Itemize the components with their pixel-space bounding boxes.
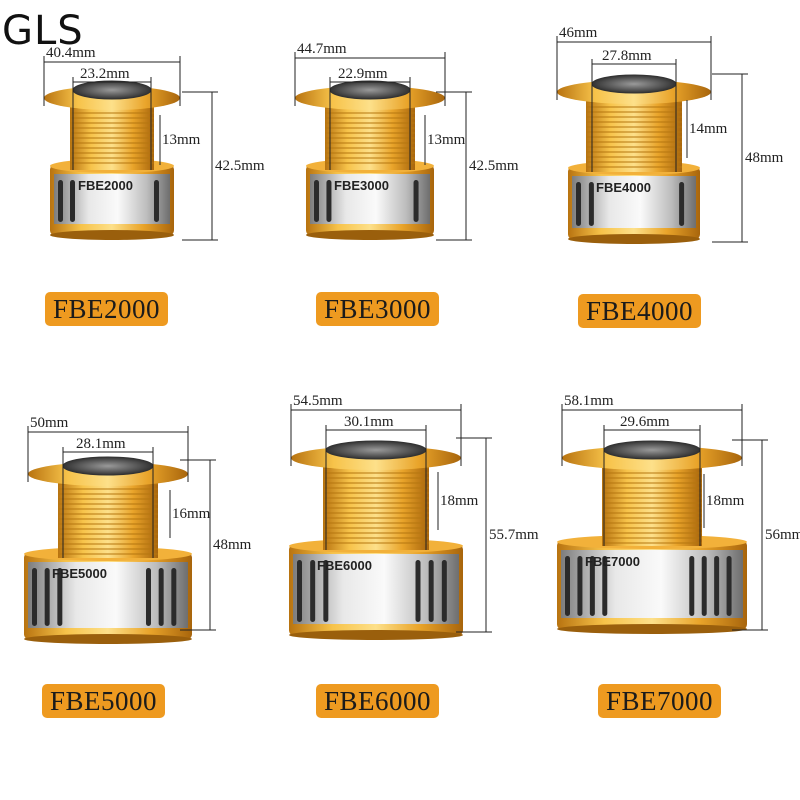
- skirt-slot: [58, 180, 63, 222]
- skirt-slot: [577, 556, 583, 616]
- spool-model-engraving: FBE2000: [78, 178, 133, 193]
- model-badge: FBE5000: [42, 684, 166, 718]
- model-badge: FBE2000: [45, 292, 169, 326]
- skirt-slot: [297, 560, 302, 622]
- line-depth-label: 18mm: [440, 493, 479, 509]
- height-label: 56mm: [765, 527, 800, 543]
- skirt-slot: [146, 568, 151, 626]
- spool-arbor: [325, 104, 415, 170]
- skirt-slot: [154, 180, 159, 222]
- skirt-slot: [428, 560, 434, 622]
- skirt-bottom: [557, 624, 747, 634]
- spool-arbor: [602, 464, 702, 546]
- skirt-slot: [589, 556, 595, 616]
- inner-diameter-label: 28.1mm: [76, 436, 126, 452]
- spool-arbor: [586, 98, 682, 172]
- height-label: 42.5mm: [215, 158, 265, 174]
- spool-illustration: [24, 426, 216, 644]
- inner-diameter-label: 23.2mm: [80, 66, 130, 82]
- skirt-slot: [726, 556, 732, 616]
- outer-diameter-label: 50mm: [30, 415, 69, 431]
- spool-cap: [325, 440, 427, 460]
- model-badge: FBE6000: [316, 684, 440, 718]
- model-badge: FBE4000: [578, 294, 702, 328]
- skirt-bottom: [50, 230, 174, 240]
- spool-illustration: [294, 52, 472, 241]
- skirt-bottom: [24, 634, 192, 644]
- spool-cap: [603, 440, 701, 460]
- inner-diameter-label: 29.6mm: [620, 414, 670, 430]
- spool-cap: [591, 74, 677, 94]
- spool-cap: [62, 456, 154, 476]
- skirt-bottom: [306, 230, 434, 240]
- skirt-slot: [44, 568, 50, 626]
- skirt-slot: [158, 568, 164, 626]
- skirt-slot: [689, 556, 695, 616]
- skirt-slot: [602, 556, 608, 616]
- skirt-slot: [701, 556, 707, 616]
- inner-diameter-label: 22.9mm: [338, 66, 388, 82]
- skirt-slot: [565, 556, 570, 616]
- spool-illustration: [43, 56, 218, 241]
- spool-arbor: [70, 104, 154, 170]
- outer-diameter-label: 44.7mm: [297, 41, 347, 57]
- skirt-bottom: [568, 234, 700, 244]
- spool-illustration: [289, 404, 492, 640]
- line-depth-label: 16mm: [172, 506, 211, 522]
- line-depth-label: 13mm: [162, 132, 201, 148]
- spool-model-engraving: FBE6000: [317, 558, 372, 573]
- line-depth-label: 18mm: [706, 493, 745, 509]
- spool-cap: [329, 80, 411, 100]
- skirt-slot: [323, 560, 329, 622]
- skirt-slot: [70, 180, 75, 222]
- skirt-slot: [57, 568, 63, 626]
- inner-diameter-label: 30.1mm: [344, 414, 394, 430]
- skirt-bottom: [289, 630, 463, 640]
- skirt-slot: [679, 182, 685, 226]
- height-label: 48mm: [745, 150, 784, 166]
- skirt-slot: [171, 568, 177, 626]
- skirt-slot: [576, 182, 581, 226]
- skirt-slot: [415, 560, 421, 622]
- skirt-slot: [314, 180, 319, 222]
- outer-diameter-label: 58.1mm: [564, 393, 614, 409]
- inner-diameter-label: 27.8mm: [602, 48, 652, 64]
- skirt-slot: [326, 180, 332, 222]
- outer-diameter-label: 54.5mm: [293, 393, 343, 409]
- model-badge: FBE7000: [598, 684, 722, 718]
- spool-illustration: [557, 404, 768, 634]
- skirt-slot: [441, 560, 447, 622]
- spool-model-engraving: FBE7000: [585, 554, 640, 569]
- outer-diameter-label: 46mm: [559, 25, 598, 41]
- spool-cap: [72, 80, 152, 100]
- skirt-slot: [32, 568, 37, 626]
- skirt-slot: [310, 560, 316, 622]
- skirt-slot: [588, 182, 594, 226]
- spool-arbor: [323, 464, 429, 550]
- brand-logo: GLS: [2, 8, 84, 54]
- spool-model-engraving: FBE5000: [52, 566, 107, 581]
- spool-model-engraving: FBE3000: [334, 178, 389, 193]
- spool-model-engraving: FBE4000: [596, 180, 651, 195]
- height-label: 42.5mm: [469, 158, 519, 174]
- outer-diameter-label: 40.4mm: [46, 45, 96, 61]
- line-depth-label: 13mm: [427, 132, 466, 148]
- line-depth-label: 14mm: [689, 121, 728, 137]
- skirt-slot: [714, 556, 720, 616]
- height-label: 48mm: [213, 537, 252, 553]
- height-label: 55.7mm: [489, 527, 539, 543]
- skirt-slot: [413, 180, 419, 222]
- model-badge: FBE3000: [316, 292, 440, 326]
- spool-illustration: [556, 36, 748, 244]
